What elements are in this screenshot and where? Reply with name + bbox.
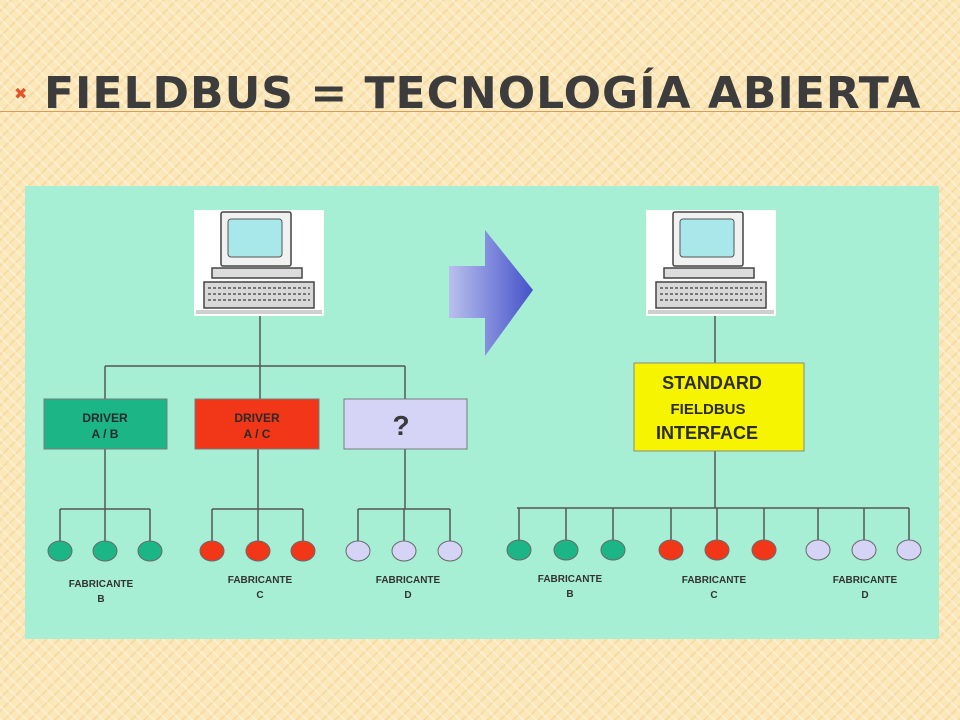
device-left-c-2 — [245, 540, 271, 562]
right-fabricante-b-label: FABRICANTE — [538, 574, 603, 585]
right-bus-lines — [517, 316, 910, 543]
driver-a-b-box — [43, 398, 168, 450]
driver-a-c-line1: DRIVER — [234, 411, 280, 425]
driver-a-b-line1: DRIVER — [82, 411, 128, 425]
left-devices — [47, 540, 463, 562]
device-right-b-3 — [600, 539, 626, 561]
device-right-d-1 — [805, 539, 831, 561]
right-fabricante-d-letter: D — [861, 590, 868, 601]
arrow-right-icon — [449, 230, 533, 356]
diagram-canvas: DRIVER A / B DRIVER A / C ? FABRICANTE B… — [43, 209, 922, 605]
right-fabricante-b-letter: B — [566, 589, 573, 600]
driver-a-c-box — [194, 398, 320, 450]
device-left-d-2 — [391, 540, 417, 562]
driver-unknown-box — [343, 398, 468, 450]
left-computer-icon — [193, 209, 325, 317]
left-fabricante-c-letter: C — [256, 590, 263, 601]
device-left-b-2 — [92, 540, 118, 562]
device-left-b-1 — [47, 540, 73, 562]
device-right-c-1 — [658, 539, 684, 561]
driver-a-b-line2: A / B — [92, 427, 119, 441]
device-right-b-1 — [506, 539, 532, 561]
device-right-c-3 — [751, 539, 777, 561]
device-right-d-2 — [851, 539, 877, 561]
device-left-d-1 — [345, 540, 371, 562]
title-underline — [0, 111, 960, 112]
interface-line2: FIELDBUS — [671, 401, 746, 418]
left-fabricante-c-label: FABRICANTE — [228, 575, 293, 586]
left-bus-lines — [59, 316, 451, 544]
fieldbus-diagram: DRIVER A / B DRIVER A / C ? FABRICANTE B… — [25, 186, 939, 639]
device-left-c-3 — [290, 540, 316, 562]
slide-title: FIELDBUS = TECNOLOGÍA ABIERTA — [44, 68, 922, 119]
device-left-c-1 — [199, 540, 225, 562]
driver-a-c-line2: A / C — [244, 427, 271, 441]
left-fabricante-b-label: FABRICANTE — [69, 579, 134, 590]
x-bullet-icon: ✖ — [14, 84, 28, 103]
device-right-d-3 — [896, 539, 922, 561]
right-fabricante-c-letter: C — [710, 590, 717, 601]
right-devices — [506, 539, 922, 561]
interface-line1: STANDARD — [662, 373, 762, 393]
right-fabricante-d-label: FABRICANTE — [833, 575, 898, 586]
standard-fieldbus-interface-box — [633, 362, 805, 452]
device-left-b-3 — [137, 540, 163, 562]
left-fabricante-d-label: FABRICANTE — [376, 575, 441, 586]
left-fabricante-d-letter: D — [404, 590, 411, 601]
driver-unknown-label: ? — [392, 410, 409, 441]
device-right-b-2 — [553, 539, 579, 561]
device-left-d-3 — [437, 540, 463, 562]
left-fabricante-b-letter: B — [97, 594, 104, 605]
right-fabricante-c-label: FABRICANTE — [682, 575, 747, 586]
right-computer-icon — [645, 209, 777, 317]
interface-line3: INTERFACE — [656, 423, 758, 443]
device-right-c-2 — [704, 539, 730, 561]
